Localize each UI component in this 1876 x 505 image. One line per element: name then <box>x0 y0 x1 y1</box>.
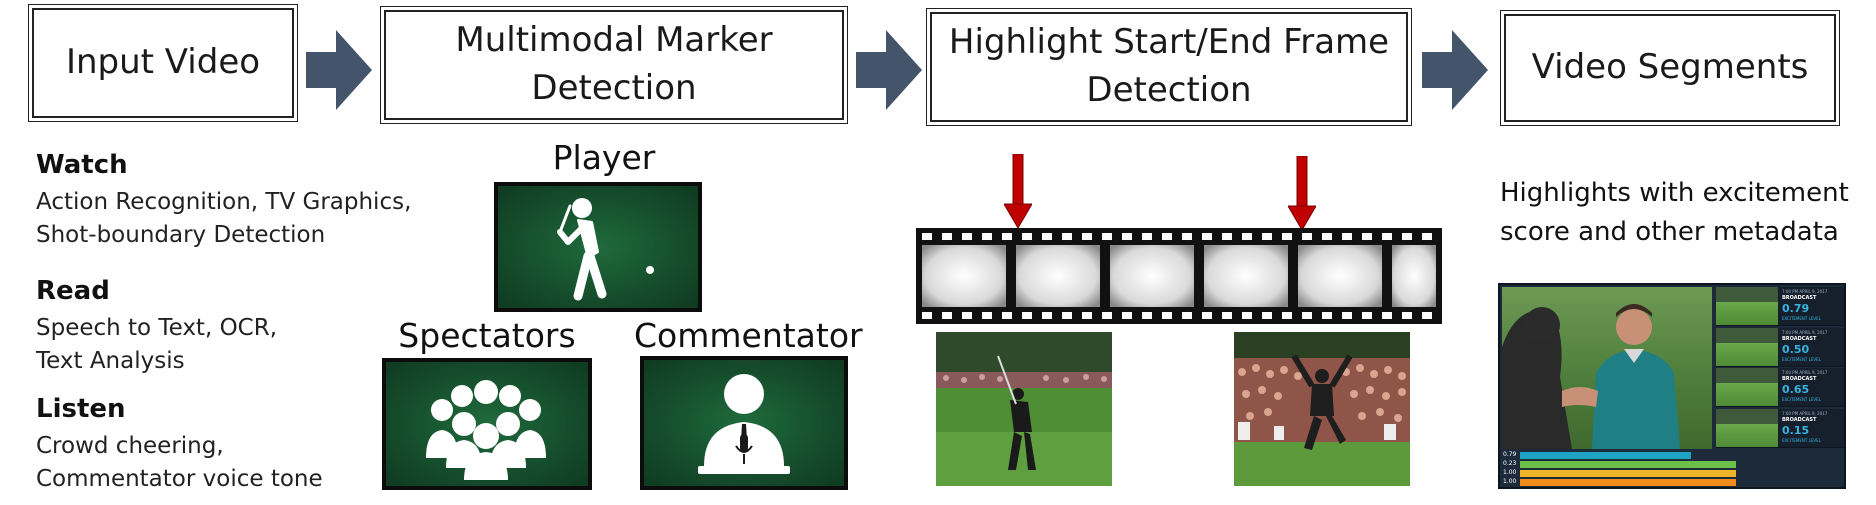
golf-swing-photo <box>936 332 1112 486</box>
read-title: Read <box>36 276 110 306</box>
thumbnail-score: 0.50 <box>1782 342 1810 356</box>
filmstrip <box>916 228 1442 324</box>
thumbnail-date: 7:00 PM APRIL 9, 2017 <box>1782 289 1828 294</box>
thumbnail-tag: BROADCAST <box>1782 335 1817 342</box>
excitement-bar <box>1520 470 1736 477</box>
end-frame-arrow <box>1288 156 1316 230</box>
read-desc: Speech to Text, OCR, Text Analysis <box>36 315 278 375</box>
thumbnail-score: 0.65 <box>1782 383 1810 396</box>
bar-value: 1.00 <box>1503 469 1517 476</box>
frame-detection-box: Highlight Start/End Frame Detection <box>926 8 1412 126</box>
thumbnail-score-label: EXCITEMENT LEVEL <box>1782 397 1821 402</box>
thumbnail-image <box>1716 408 1778 447</box>
watch-title: Watch <box>36 150 128 180</box>
watch-desc: Action Recognition, TV Graphics, Shot-bo… <box>36 189 412 249</box>
marker-detection-box: Multimodal Marker Detection <box>380 6 848 124</box>
segments-caption: Highlights with excitement score and oth… <box>1500 178 1849 247</box>
thumbnail-score: 0.79 <box>1782 302 1810 315</box>
flow-arrow-1 <box>306 30 372 110</box>
video-segments-box: Video Segments <box>1500 10 1840 126</box>
listen-title: Listen <box>36 394 126 424</box>
player-label: Player <box>552 138 656 177</box>
thumbnail-date: 7:00 PM APRIL 9, 2017 <box>1782 370 1828 375</box>
dashboard-video <box>1502 287 1712 449</box>
thumbnail-image <box>1716 368 1778 406</box>
thumbnail-tag: BROADCAST <box>1782 295 1817 301</box>
bar-value: 0.79 <box>1503 451 1517 458</box>
input-video-label: Input Video <box>65 42 261 83</box>
flow-arrow-2 <box>856 30 922 110</box>
video-segments-label: Video Segments <box>1531 47 1809 88</box>
frame-detection-label-line1: Highlight Start/End Frame <box>948 22 1390 63</box>
flow-arrow-3 <box>1422 30 1488 110</box>
excitement-bar <box>1520 461 1736 468</box>
celebration-photo <box>1234 332 1410 486</box>
listen-desc: Crowd cheering, Commentator voice tone <box>36 433 323 493</box>
player-panel <box>494 182 702 312</box>
thumbnail-image <box>1716 327 1778 366</box>
thumbnail-date: 7:00 PM APRIL 9, 2017 <box>1782 410 1828 416</box>
bar-value: 0.23 <box>1503 460 1517 467</box>
thumbnail-score-label: EXCITEMENT LEVEL <box>1782 316 1821 321</box>
frame-detection-label-line2: Detection <box>1086 70 1252 110</box>
marker-detection-label-line2: Detection <box>531 68 697 108</box>
spectators-panel <box>382 358 592 490</box>
commentator-icon <box>698 374 790 474</box>
bar-value: 1.00 <box>1503 478 1517 485</box>
golfer-icon <box>557 198 654 301</box>
commentator-panel <box>640 356 848 490</box>
excitement-bars: 0.79 0.23 1.00 1.00 <box>1502 451 1844 487</box>
thumbnail-score-label: EXCITEMENT LEVEL <box>1782 356 1821 362</box>
start-frame-arrow <box>1004 154 1032 228</box>
thumbnail-score-label: EXCITEMENT LEVEL <box>1782 437 1821 443</box>
input-video-box: Input Video <box>28 4 298 122</box>
thumbnail-tag: BROADCAST <box>1782 376 1817 382</box>
thumbnail-image <box>1716 287 1778 325</box>
thumbnail-tag: BROADCAST <box>1782 416 1817 423</box>
excitement-bar <box>1520 479 1736 486</box>
marker-detection-label-line1: Multimodal Marker <box>455 20 773 61</box>
crowd-icon <box>426 380 546 480</box>
excitement-bar <box>1520 452 1691 459</box>
thumbnail-date: 7:00 PM APRIL 9, 2017 <box>1782 329 1828 335</box>
commentator-label: Commentator <box>634 316 863 355</box>
spectators-label: Spectators <box>398 316 576 355</box>
thumbnail-score: 0.15 <box>1782 423 1810 437</box>
